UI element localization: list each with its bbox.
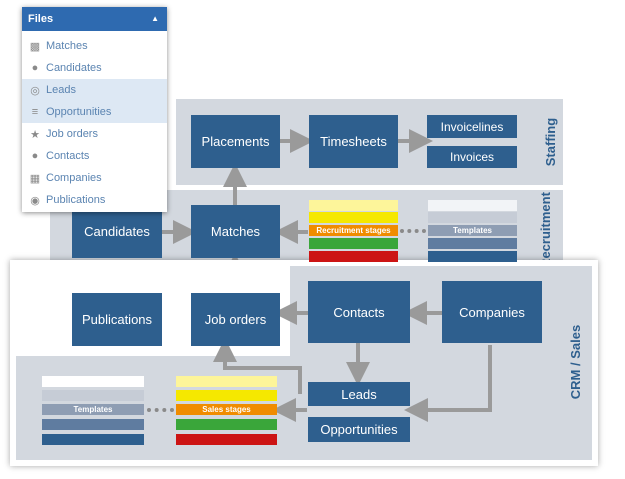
sales-stage-5 <box>176 434 277 445</box>
files-menu-header[interactable]: Files ▲ <box>22 7 167 31</box>
chat-icon: ◉ <box>30 194 40 207</box>
recruitment-template-1 <box>428 200 517 211</box>
files-menu-title: Files <box>28 13 54 25</box>
matches-icon: ▩ <box>29 40 41 53</box>
menu-item-label: Job orders <box>46 128 98 140</box>
recruitment-template-2 <box>428 212 517 223</box>
recruitment-stage-4 <box>309 238 398 249</box>
menu-item-label: Candidates <box>46 62 102 74</box>
candidates-node[interactable]: Candidates <box>72 205 162 258</box>
recruitment-stage-2 <box>309 212 398 223</box>
invoices-node[interactable]: Invoices <box>427 146 517 168</box>
menu-item-label: Companies <box>46 172 102 184</box>
menu-item-label: Leads <box>46 84 76 96</box>
sales-stage-1 <box>176 376 277 387</box>
menu-item-label: Contacts <box>46 150 90 162</box>
recruitment-stages-bar: Recruitment stages <box>309 225 398 236</box>
matches-node[interactable]: Matches <box>191 205 280 258</box>
timesheets-node[interactable]: Timesheets <box>309 115 398 168</box>
menu-item-leads[interactable]: ◎ Leads <box>22 79 167 101</box>
recruitment-templates-bar: Templates <box>428 225 517 236</box>
menu-item-label: Opportunities <box>46 106 112 118</box>
person-icon: ● <box>31 62 39 74</box>
recruitment-template-4 <box>428 238 517 249</box>
menu-item-label: Matches <box>46 40 88 52</box>
arrow-companies-opportunities <box>404 345 492 422</box>
person-icon: ● <box>31 150 39 162</box>
recruitment-template-5 <box>428 251 517 262</box>
crm-templates-bar: Templates <box>42 404 144 415</box>
crm-dots <box>147 408 174 412</box>
menu-item-publications[interactable]: ◉ Publications <box>22 189 167 211</box>
collapse-caret-icon[interactable]: ▲ <box>151 14 159 23</box>
menu-item-opportunities[interactable]: ≡ Opportunities <box>22 101 167 123</box>
menu-item-contacts[interactable]: ● Contacts <box>22 145 167 167</box>
recruitment-stage-1 <box>309 200 398 211</box>
recruitment-stage-5 <box>309 251 398 262</box>
target-icon: ◎ <box>30 84 40 97</box>
opportunities-node[interactable]: Opportunities <box>308 417 410 442</box>
placements-node[interactable]: Placements <box>191 115 280 168</box>
companies-node[interactable]: Companies <box>442 281 542 343</box>
invoicelines-node[interactable]: Invoicelines <box>427 115 517 138</box>
star-icon: ★ <box>30 128 40 141</box>
crm-template-1 <box>42 376 144 387</box>
buildings-icon: ▦ <box>29 172 41 185</box>
files-menu: Files ▲ ▩ Matches ● Candidates ◎ Leads ≡… <box>22 7 167 212</box>
list-filter-icon: ≡ <box>31 106 39 118</box>
leads-node[interactable]: Leads <box>308 382 410 406</box>
menu-item-companies[interactable]: ▦ Companies <box>22 167 167 189</box>
crm-template-4 <box>42 419 144 430</box>
sales-stages-bar: Sales stages <box>176 404 277 415</box>
menu-item-job-orders[interactable]: ★ Job orders <box>22 123 167 145</box>
job-orders-node[interactable]: Job orders <box>191 293 280 346</box>
crm-template-2 <box>42 390 144 401</box>
menu-item-label: Publications <box>46 194 106 206</box>
sales-stage-4 <box>176 419 277 430</box>
contacts-node[interactable]: Contacts <box>308 281 410 343</box>
sales-stage-2 <box>176 390 277 401</box>
crm-template-5 <box>42 434 144 445</box>
menu-item-matches[interactable]: ▩ Matches <box>22 35 167 57</box>
arrow-leads-joborders <box>213 338 302 394</box>
menu-item-candidates[interactable]: ● Candidates <box>22 57 167 79</box>
publications-node[interactable]: Publications <box>72 293 162 346</box>
recruitment-dots <box>400 229 426 233</box>
